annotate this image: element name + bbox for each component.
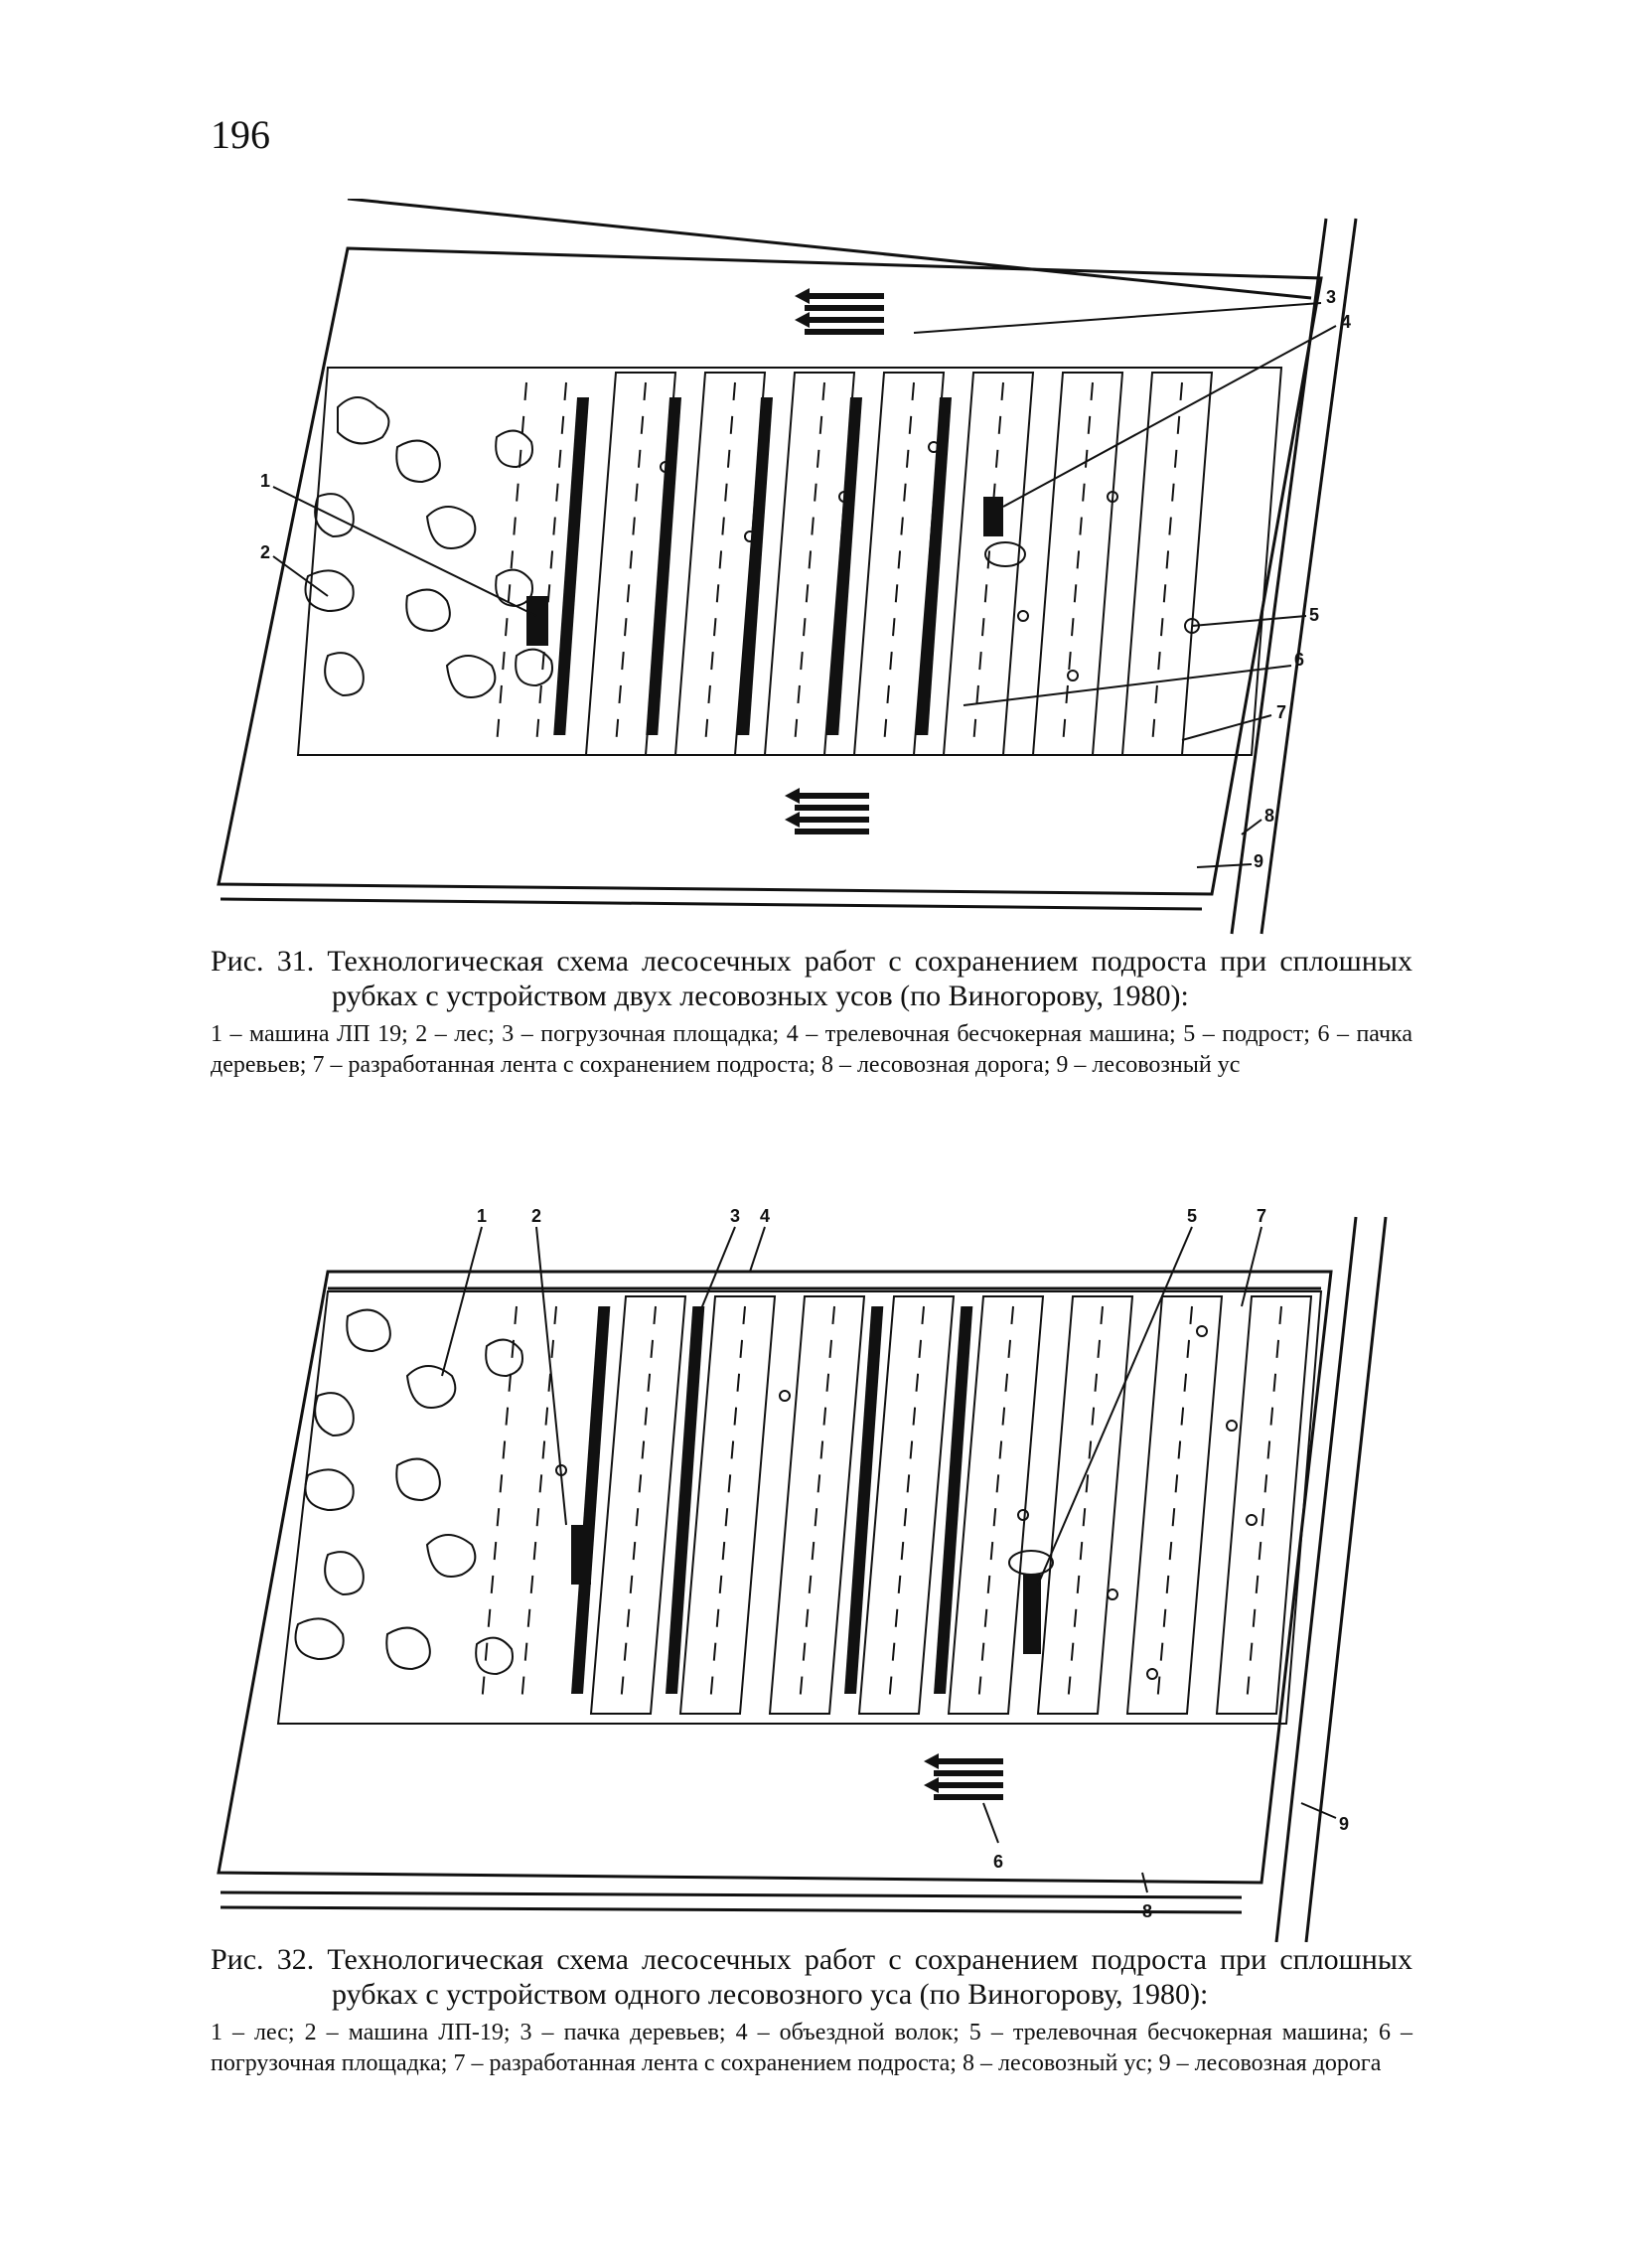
page-number: 196 — [211, 112, 270, 157]
forest-blobs — [294, 1308, 523, 1676]
cutting-area-outline — [217, 246, 1323, 896]
undergrowth — [660, 441, 1200, 681]
fig32-label-8: 8 — [1142, 1901, 1152, 1921]
logging-road-line-2 — [1260, 218, 1358, 935]
machine-lp19 — [571, 1525, 591, 1585]
upper-road-line — [347, 199, 1312, 300]
fig32-label-5: 5 — [1187, 1206, 1197, 1226]
forest-blobs — [304, 396, 553, 698]
figure-32-caption: Рис. 32. Технологическая схема лесосечны… — [211, 1942, 1412, 2079]
logging-road-line — [1230, 218, 1328, 935]
skidder-machine — [1023, 1575, 1041, 1654]
machine-lp19 — [526, 596, 548, 646]
fig32-label-2: 2 — [531, 1206, 541, 1226]
logging-road-line-2 — [1304, 1216, 1388, 1942]
fig31-label-5: 5 — [1309, 605, 1319, 625]
logging-road-line — [1274, 1216, 1358, 1942]
lower-road-line — [220, 897, 1203, 911]
fig32-label-1: 1 — [477, 1206, 487, 1226]
figure-31-caption-title: Рис. 31. Технологическая схема лесосечны… — [211, 945, 1412, 1012]
fig32-label-6: 6 — [993, 1852, 1003, 1872]
developed-strips — [589, 1295, 1313, 1715]
cutting-area-outline — [217, 1270, 1333, 1885]
fig31-label-4: 4 — [1341, 312, 1351, 332]
fig31-label-2: 2 — [260, 542, 270, 562]
figure-31-caption: Рис. 31. Технологическая схема лесосечны… — [211, 944, 1412, 1081]
fig32-label-4: 4 — [760, 1206, 770, 1226]
fig31-label-9: 9 — [1254, 851, 1263, 871]
loading-platform — [924, 1753, 1003, 1800]
tree-bundles — [571, 1306, 973, 1694]
fig31-label-3: 3 — [1326, 287, 1336, 307]
undergrowth — [555, 1325, 1258, 1680]
fig32-label-7: 7 — [1257, 1206, 1266, 1226]
developed-strips — [584, 372, 1214, 756]
fig31-label-6: 6 — [1294, 650, 1304, 670]
fig31-label-1: 1 — [260, 471, 270, 491]
fig32-label-9: 9 — [1339, 1814, 1349, 1834]
fig32-label-3: 3 — [730, 1206, 740, 1226]
figure-32-caption-legend: 1 – лес; 2 – машина ЛП-19; 3 – пачка дер… — [211, 2020, 1412, 2076]
tree-bundles — [553, 397, 953, 735]
figure-31-diagram: 1 2 3 4 5 6 7 8 9 — [199, 199, 1440, 944]
figure-32-diagram: 1 2 3 4 5 7 6 8 9 — [199, 1197, 1440, 1942]
loading-platform-top — [795, 288, 884, 335]
logging-spur-line — [220, 1890, 1243, 1899]
fig31-label-8: 8 — [1264, 806, 1274, 826]
figure-32-caption-title: Рис. 32. Технологическая схема лесосечны… — [211, 1943, 1412, 2011]
loading-platform-bottom — [785, 788, 869, 834]
skidder-machine — [983, 497, 1003, 536]
fig31-label-7: 7 — [1276, 702, 1286, 722]
figure-31-caption-legend: 1 – машина ЛП 19; 2 – лес; 3 – погрузочн… — [211, 1021, 1412, 1078]
